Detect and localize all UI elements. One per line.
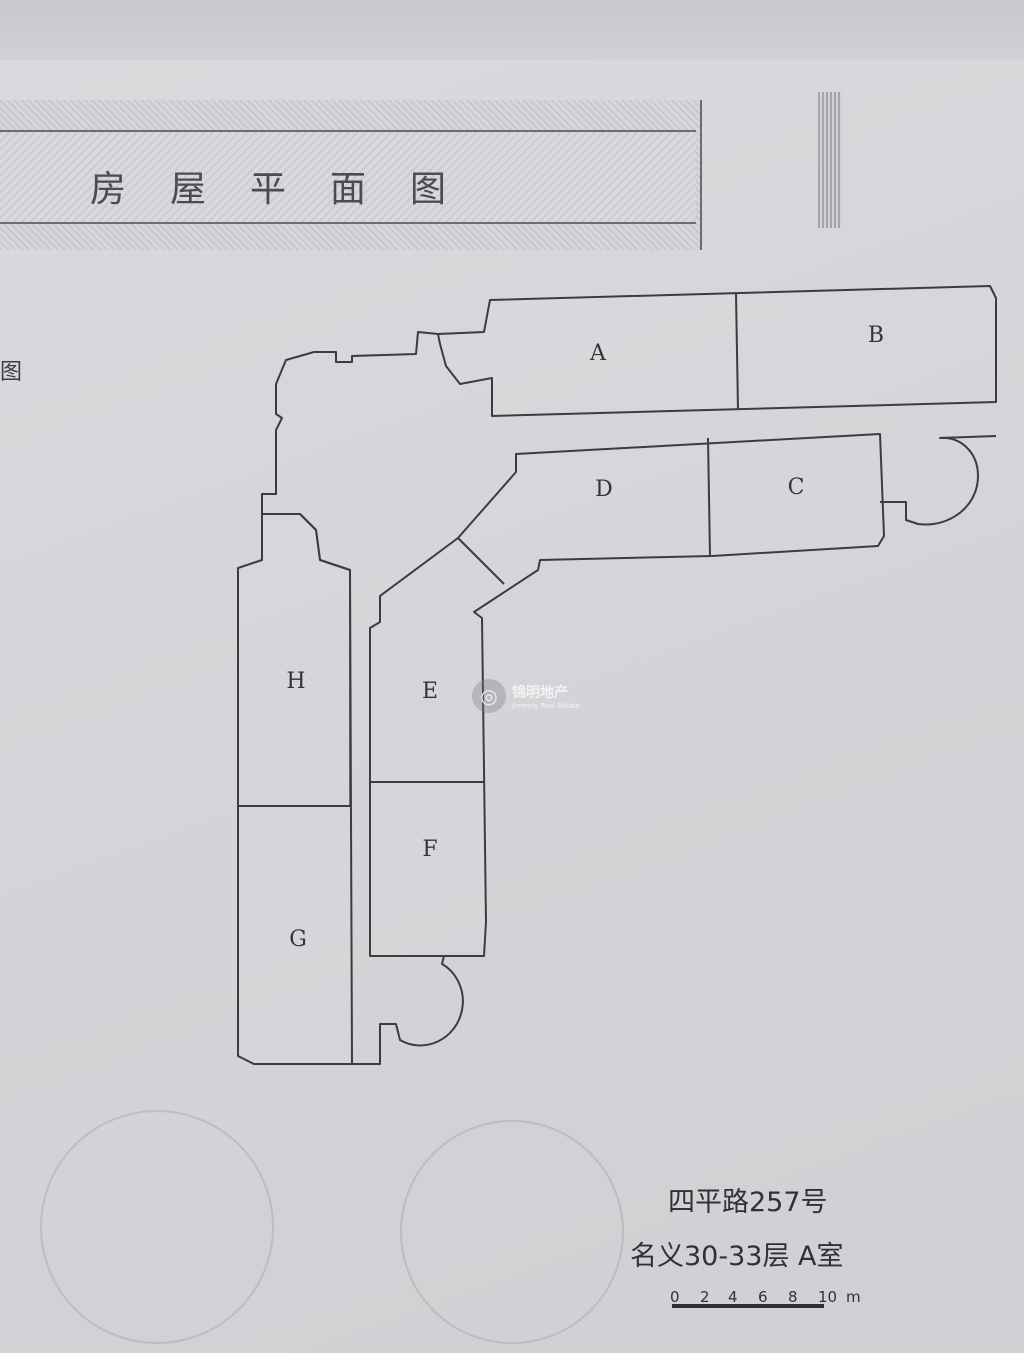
wall-d-e: [457, 537, 505, 585]
room-label-b: B: [868, 323, 884, 348]
stamp-strip: [818, 92, 842, 228]
room-label-a: A: [589, 341, 607, 366]
swirl-logo-icon: ◎: [472, 679, 506, 713]
scale-tick-label: 2: [700, 1288, 710, 1306]
scale-tick-label: 10: [818, 1288, 838, 1306]
wall-c-d: [707, 437, 711, 557]
room-label-h: H: [286, 669, 305, 694]
faint-seal: [400, 1120, 624, 1344]
room-label-c: C: [788, 475, 805, 500]
faint-seal: [40, 1110, 274, 1344]
room-label-g: G: [289, 927, 307, 952]
scale-tick-label: 6: [758, 1288, 768, 1306]
scale-tick-label: 8: [788, 1288, 798, 1306]
room-outline-gh-wing: [237, 513, 353, 1065]
scale-bar: [672, 1304, 824, 1308]
wall-a-b: [735, 293, 739, 411]
watermark-text: 锦明地产 Jinming Real Estate: [512, 682, 580, 710]
balcony-c: [880, 435, 997, 526]
scale-unit: m: [846, 1288, 861, 1306]
watermark-en: Jinming Real Estate: [512, 702, 580, 710]
edge-seal-text: 图: [0, 360, 23, 385]
room-label-f: F: [422, 837, 437, 862]
room-outline-cd-wing: [369, 433, 885, 957]
room-label-e: E: [422, 679, 438, 704]
title-frame: [0, 130, 696, 224]
room-label-d: D: [595, 477, 613, 502]
address-label: 四平路257号: [668, 1187, 828, 1218]
balcony-bottom: [352, 955, 464, 1065]
scale-tick-label: 0: [670, 1288, 680, 1306]
watermark-cn: 锦明地产: [512, 685, 568, 701]
floor-room-label: 名义30-33层 A室: [630, 1241, 844, 1272]
watermark-logo: ◎ 锦明地产 Jinming Real Estate: [472, 676, 632, 716]
room-outline-top-wing: [437, 285, 997, 417]
scale-tick-label: 4: [728, 1288, 738, 1306]
page-title: 房屋平面图: [90, 169, 491, 210]
scale-labels: 0 2 4 6 8 10 m: [670, 1288, 870, 1308]
